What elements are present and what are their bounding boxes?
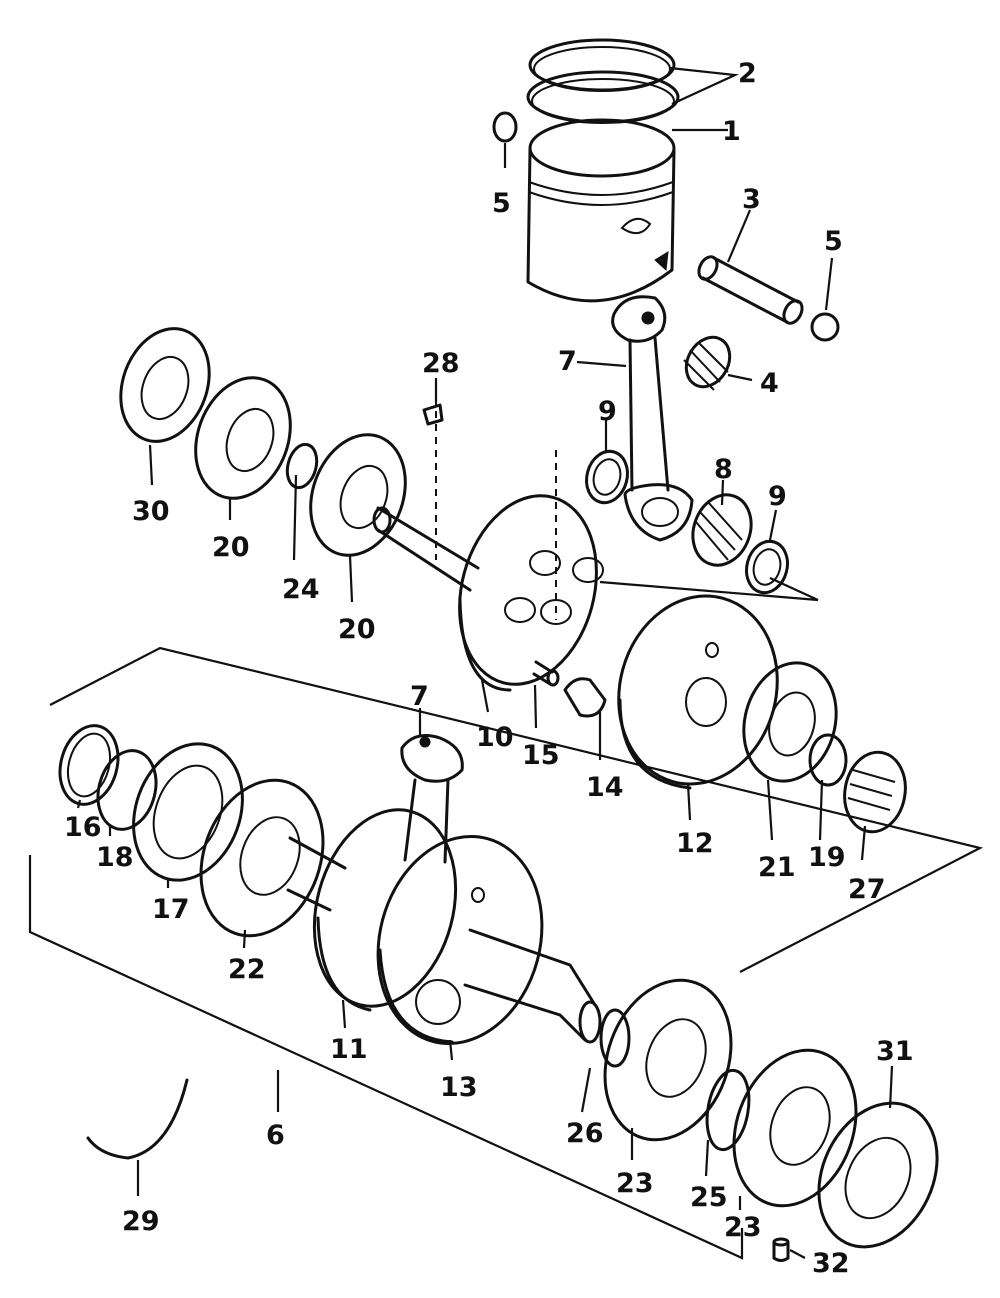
ring-19 <box>808 733 848 787</box>
bearing-23-b <box>732 1048 858 1208</box>
crankshaft-shaft-upper <box>372 506 480 592</box>
woodruff-key-28 <box>422 403 444 426</box>
bracket-lines-9 <box>599 577 819 602</box>
crank-wheel-13 <box>376 834 544 1046</box>
bearing-20-inner <box>309 433 407 557</box>
thrust-washer-left <box>585 449 629 505</box>
piston-pin <box>697 255 804 325</box>
label-part-18: 18 <box>96 842 134 873</box>
label-part-23-a: 23 <box>616 1168 654 1199</box>
dowel-pin-32 <box>772 1237 790 1262</box>
label-part-16: 16 <box>64 812 102 843</box>
label-part-23-b: 23 <box>724 1212 762 1243</box>
crank-wheel-10 <box>458 494 604 692</box>
label-part-10: 10 <box>476 722 514 753</box>
label-part-27: 27 <box>848 874 886 905</box>
washer-26 <box>599 1008 631 1068</box>
label-part-30: 30 <box>132 496 170 527</box>
label-part-31: 31 <box>876 1036 914 1067</box>
label-part-8: 8 <box>714 454 733 485</box>
label-part-32: 32 <box>812 1248 850 1279</box>
label-part-9-right: 9 <box>768 481 787 512</box>
piston-rings <box>526 38 680 124</box>
crank-wheel-12 <box>617 594 779 790</box>
leader-lines <box>76 66 894 1259</box>
circlip-left <box>492 111 518 143</box>
label-part-24: 24 <box>282 574 320 605</box>
label-part-17: 17 <box>152 894 190 925</box>
oil-seal-17 <box>132 742 244 882</box>
label-part-28: 28 <box>422 348 460 379</box>
bearing-21 <box>742 661 838 783</box>
small-end-bearing <box>683 335 732 391</box>
bearing-22 <box>199 778 325 938</box>
label-part-11: 11 <box>330 1034 368 1065</box>
snap-ring-29 <box>86 1078 189 1160</box>
label-part-12: 12 <box>676 828 714 859</box>
label-part-26: 26 <box>566 1118 604 1149</box>
label-part-20-inner: 20 <box>338 614 376 645</box>
part-labels: 2 1 5 3 5 7 4 28 9 8 9 30 20 24 20 7 10 … <box>64 58 914 1279</box>
ring-25 <box>705 1068 751 1152</box>
label-part-6: 6 <box>266 1120 285 1151</box>
crankpin-15 <box>532 660 560 687</box>
label-part-4: 4 <box>760 368 779 399</box>
label-part-13: 13 <box>440 1072 478 1103</box>
label-part-20-outer: 20 <box>212 532 250 563</box>
label-part-5-right: 5 <box>824 226 843 257</box>
label-part-3: 3 <box>742 184 761 215</box>
label-part-22: 22 <box>228 954 266 985</box>
label-part-2: 2 <box>738 58 757 89</box>
bearing-23-a <box>603 978 733 1142</box>
label-part-9-left: 9 <box>598 396 617 427</box>
big-end-bearing <box>691 493 753 567</box>
seal-16 <box>58 724 120 806</box>
label-part-1: 1 <box>722 116 741 147</box>
label-part-7-upper: 7 <box>558 346 577 377</box>
oil-seal-31 <box>817 1101 939 1249</box>
piston <box>526 118 676 303</box>
label-part-29: 29 <box>122 1206 160 1237</box>
label-part-21: 21 <box>758 852 796 883</box>
label-part-19: 19 <box>808 842 846 873</box>
bearing-20-outer <box>194 376 292 500</box>
crankshaft-shaft-lower <box>286 836 602 1044</box>
label-part-25: 25 <box>690 1182 728 1213</box>
ring-18 <box>96 749 158 831</box>
crank-wheel-11 <box>312 808 458 1012</box>
connecting-rod-lower <box>400 734 464 864</box>
label-part-15: 15 <box>522 740 560 771</box>
connecting-rod-upper <box>611 295 694 542</box>
label-part-5-left: 5 <box>492 188 511 219</box>
ring-27 <box>843 750 907 834</box>
upper-assembly-bracket <box>49 646 984 973</box>
circlip-right <box>810 312 840 342</box>
label-part-7-lower: 7 <box>410 681 429 712</box>
oil-seal-30 <box>119 327 211 443</box>
lower-assembly-bracket <box>28 855 744 1260</box>
spacer-14 <box>563 677 607 718</box>
label-part-14: 14 <box>586 772 624 803</box>
thrust-washer-right <box>745 539 789 595</box>
